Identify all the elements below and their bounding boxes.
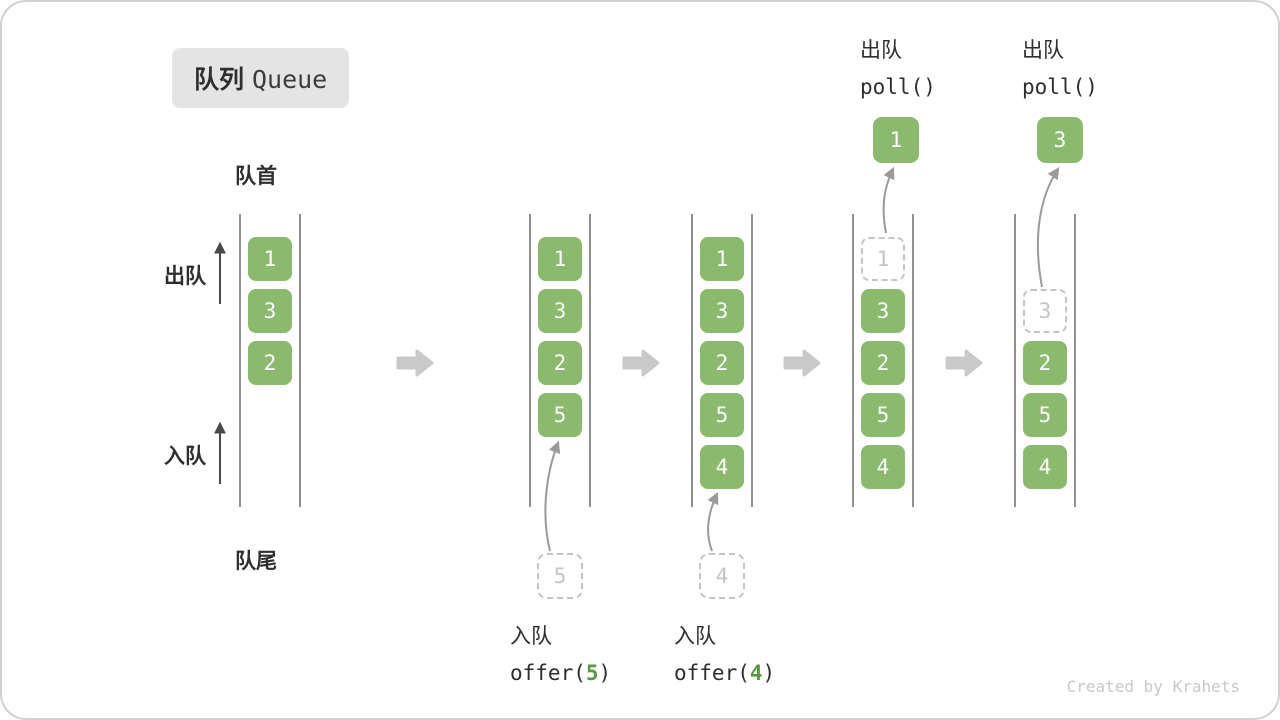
dequeue-result-box: 1: [873, 117, 919, 163]
dequeue-caption-action: 出队: [860, 38, 902, 62]
label-queue-rear: 队尾: [235, 549, 277, 573]
queue-cell-solid: 4: [861, 445, 905, 489]
enqueue-caption-action: 入队: [674, 624, 716, 648]
title-en: Queue: [251, 65, 328, 94]
queue-cell-solid: 1: [538, 237, 582, 281]
enqueue-caption: 入队 offer(5): [510, 618, 611, 692]
dequeue-caption-action: 出队: [1022, 38, 1064, 62]
queue-cell-solid: 3: [538, 289, 582, 333]
dequeue-caption: 出队 poll(): [860, 32, 936, 106]
queue-cell-solid: 2: [1023, 341, 1067, 385]
dequeue-caption-code: poll(): [1022, 75, 1098, 99]
step-arrow-icon: [783, 349, 821, 377]
queue-column-1: 1 3 2: [239, 214, 301, 507]
queue-cell-solid: 5: [538, 393, 582, 437]
enqueue-source-box: 5: [537, 553, 583, 599]
code-pre: offer(: [674, 661, 750, 685]
queue-cell-dashed: 3: [1023, 289, 1067, 333]
queue-cell-solid: 3: [861, 289, 905, 333]
queue-cell-solid: 2: [861, 341, 905, 385]
title-zh: 队列: [194, 65, 245, 94]
code-arg: 4: [749, 661, 763, 685]
queue-cell-solid: 4: [700, 445, 744, 489]
label-dequeue: 出队: [164, 264, 206, 288]
dequeue-caption: 出队 poll(): [1022, 32, 1098, 106]
queue-cell-solid: 2: [700, 341, 744, 385]
queue-cell-solid: 1: [700, 237, 744, 281]
enqueue-caption-action: 入队: [510, 624, 552, 648]
dequeue-result-box: 3: [1037, 117, 1083, 163]
queue-cell-solid: 1: [248, 237, 292, 281]
title-badge: 队列 Queue: [172, 48, 350, 108]
code-post: ): [598, 661, 612, 685]
enqueue-caption-code: offer(4): [674, 655, 775, 692]
dequeue-caption-code: poll(): [860, 75, 936, 99]
queue-cell-solid: 5: [861, 393, 905, 437]
enqueue-caption: 入队 offer(4): [674, 618, 775, 692]
queue-cell-solid: 2: [538, 341, 582, 385]
queue-cell-solid: 5: [1023, 393, 1067, 437]
queue-column-2: 1 3 2 5: [529, 214, 591, 507]
step-arrow-icon: [396, 349, 434, 377]
label-enqueue: 入队: [164, 444, 206, 468]
queue-cell-solid: 2: [248, 341, 292, 385]
code-pre: offer(: [510, 661, 586, 685]
code-arg: 5: [585, 661, 599, 685]
code-post: ): [762, 661, 776, 685]
queue-cell-dashed: 1: [861, 237, 905, 281]
queue-cell-solid: 5: [700, 393, 744, 437]
enqueue-caption-code: offer(5): [510, 655, 611, 692]
queue-cell-solid: 3: [700, 289, 744, 333]
enqueue-source-box: 4: [699, 553, 745, 599]
queue-column-5: 3 2 5 4: [1014, 214, 1076, 507]
queue-column-4: 1 3 2 5 4: [852, 214, 914, 507]
step-arrow-icon: [945, 349, 983, 377]
credit-text: Created by Krahets: [1066, 677, 1240, 696]
label-queue-front: 队首: [235, 164, 277, 188]
step-arrow-icon: [622, 349, 660, 377]
queue-cell-solid: 3: [248, 289, 292, 333]
queue-cell-solid: 4: [1023, 445, 1067, 489]
queue-column-3: 1 3 2 5 4: [691, 214, 753, 507]
